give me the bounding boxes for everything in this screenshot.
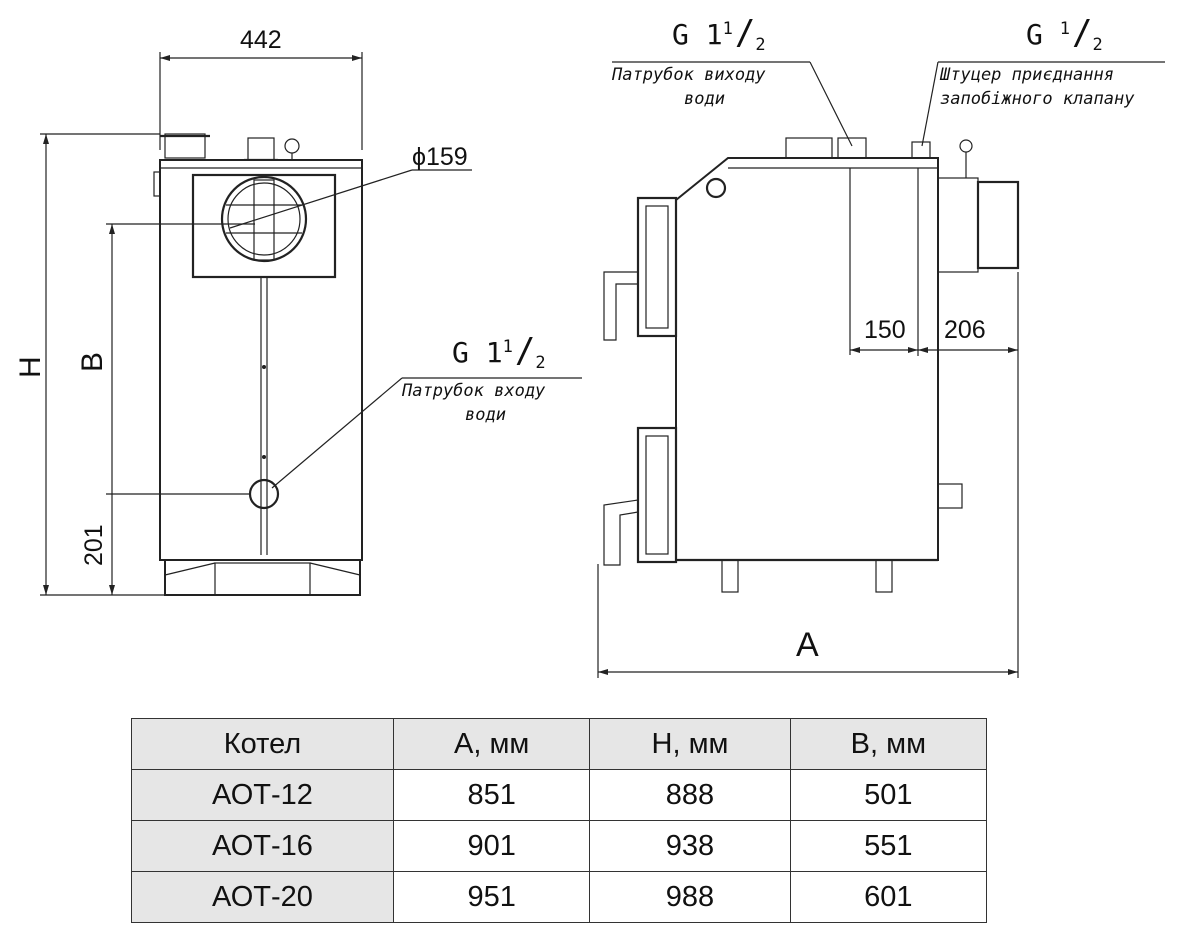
table-header: Н, мм xyxy=(589,718,791,770)
valve-thread-sup: 1 xyxy=(1060,19,1070,39)
outlet-thread-sup: 1 xyxy=(723,19,733,39)
table-header: В, мм xyxy=(789,718,988,770)
table-cell: АОТ-12 xyxy=(130,769,395,821)
height-H-label: H xyxy=(14,356,47,378)
valve-thread-sub: 2 xyxy=(1092,35,1102,55)
table-cell: 951 xyxy=(393,871,591,923)
dim-A-label: A xyxy=(796,626,819,664)
table-row: АОТ-12 851 888 501 xyxy=(130,769,988,821)
table-cell: АОТ-20 xyxy=(130,871,395,923)
inlet-line-1: Патрубок входу xyxy=(401,381,546,401)
table-cell: 551 xyxy=(789,820,988,872)
table-header: А, мм xyxy=(393,718,591,770)
table-cell: 601 xyxy=(789,871,988,923)
outlet-line-1: Патрубок виходу xyxy=(611,65,766,85)
table-cell: 901 xyxy=(393,820,591,872)
table-cell: 501 xyxy=(789,769,988,821)
svg-text:G 11/2: G 11/2 xyxy=(672,13,766,55)
valve-line-2: запобіжного клапану xyxy=(940,89,1135,109)
dim-150-label: 150 xyxy=(864,316,906,344)
outlet-line-2: води xyxy=(684,89,725,109)
table-cell: АОТ-16 xyxy=(130,820,395,872)
table-cell: 988 xyxy=(589,871,791,923)
table-header-row: Котел А, мм Н, мм В, мм xyxy=(130,718,988,770)
outlet-thread-label: G 1 xyxy=(672,18,723,51)
height-B-label: B xyxy=(76,352,109,372)
side-view: G 11/2 Патрубок виходу води G 1/2 Штуцер… xyxy=(597,13,1165,678)
outlet-thread-sub: 2 xyxy=(755,35,765,55)
diameter-label: ϕ159 xyxy=(412,143,468,171)
svg-text:G 11/2: G 11/2 xyxy=(452,331,546,373)
table-cell: 851 xyxy=(393,769,591,821)
width-dimension-label: 442 xyxy=(240,26,282,54)
inlet-thread-sup: 1 xyxy=(503,337,513,357)
table-header: Котел xyxy=(130,718,395,770)
table-cell: 938 xyxy=(589,820,791,872)
inlet-thread-label: G 1 xyxy=(452,336,503,369)
inlet-line-2: води xyxy=(465,405,506,425)
height-201-label: 201 xyxy=(80,524,108,566)
svg-text:G 1/2: G 1/2 xyxy=(1026,13,1103,55)
table-row: АОТ-20 951 988 601 xyxy=(130,871,988,923)
specs-table: Котел А, мм Н, мм В, мм АОТ-12 851 888 5… xyxy=(130,718,988,923)
inlet-thread-sub: 2 xyxy=(535,353,545,373)
front-view: 442 ϕ159 xyxy=(14,26,582,596)
valve-thread-label: G xyxy=(1026,18,1060,51)
table-row: АОТ-16 901 938 551 xyxy=(130,820,988,872)
table-cell: 888 xyxy=(589,769,791,821)
valve-line-1: Штуцер приєднання xyxy=(939,65,1114,85)
dim-206-label: 206 xyxy=(944,316,986,344)
